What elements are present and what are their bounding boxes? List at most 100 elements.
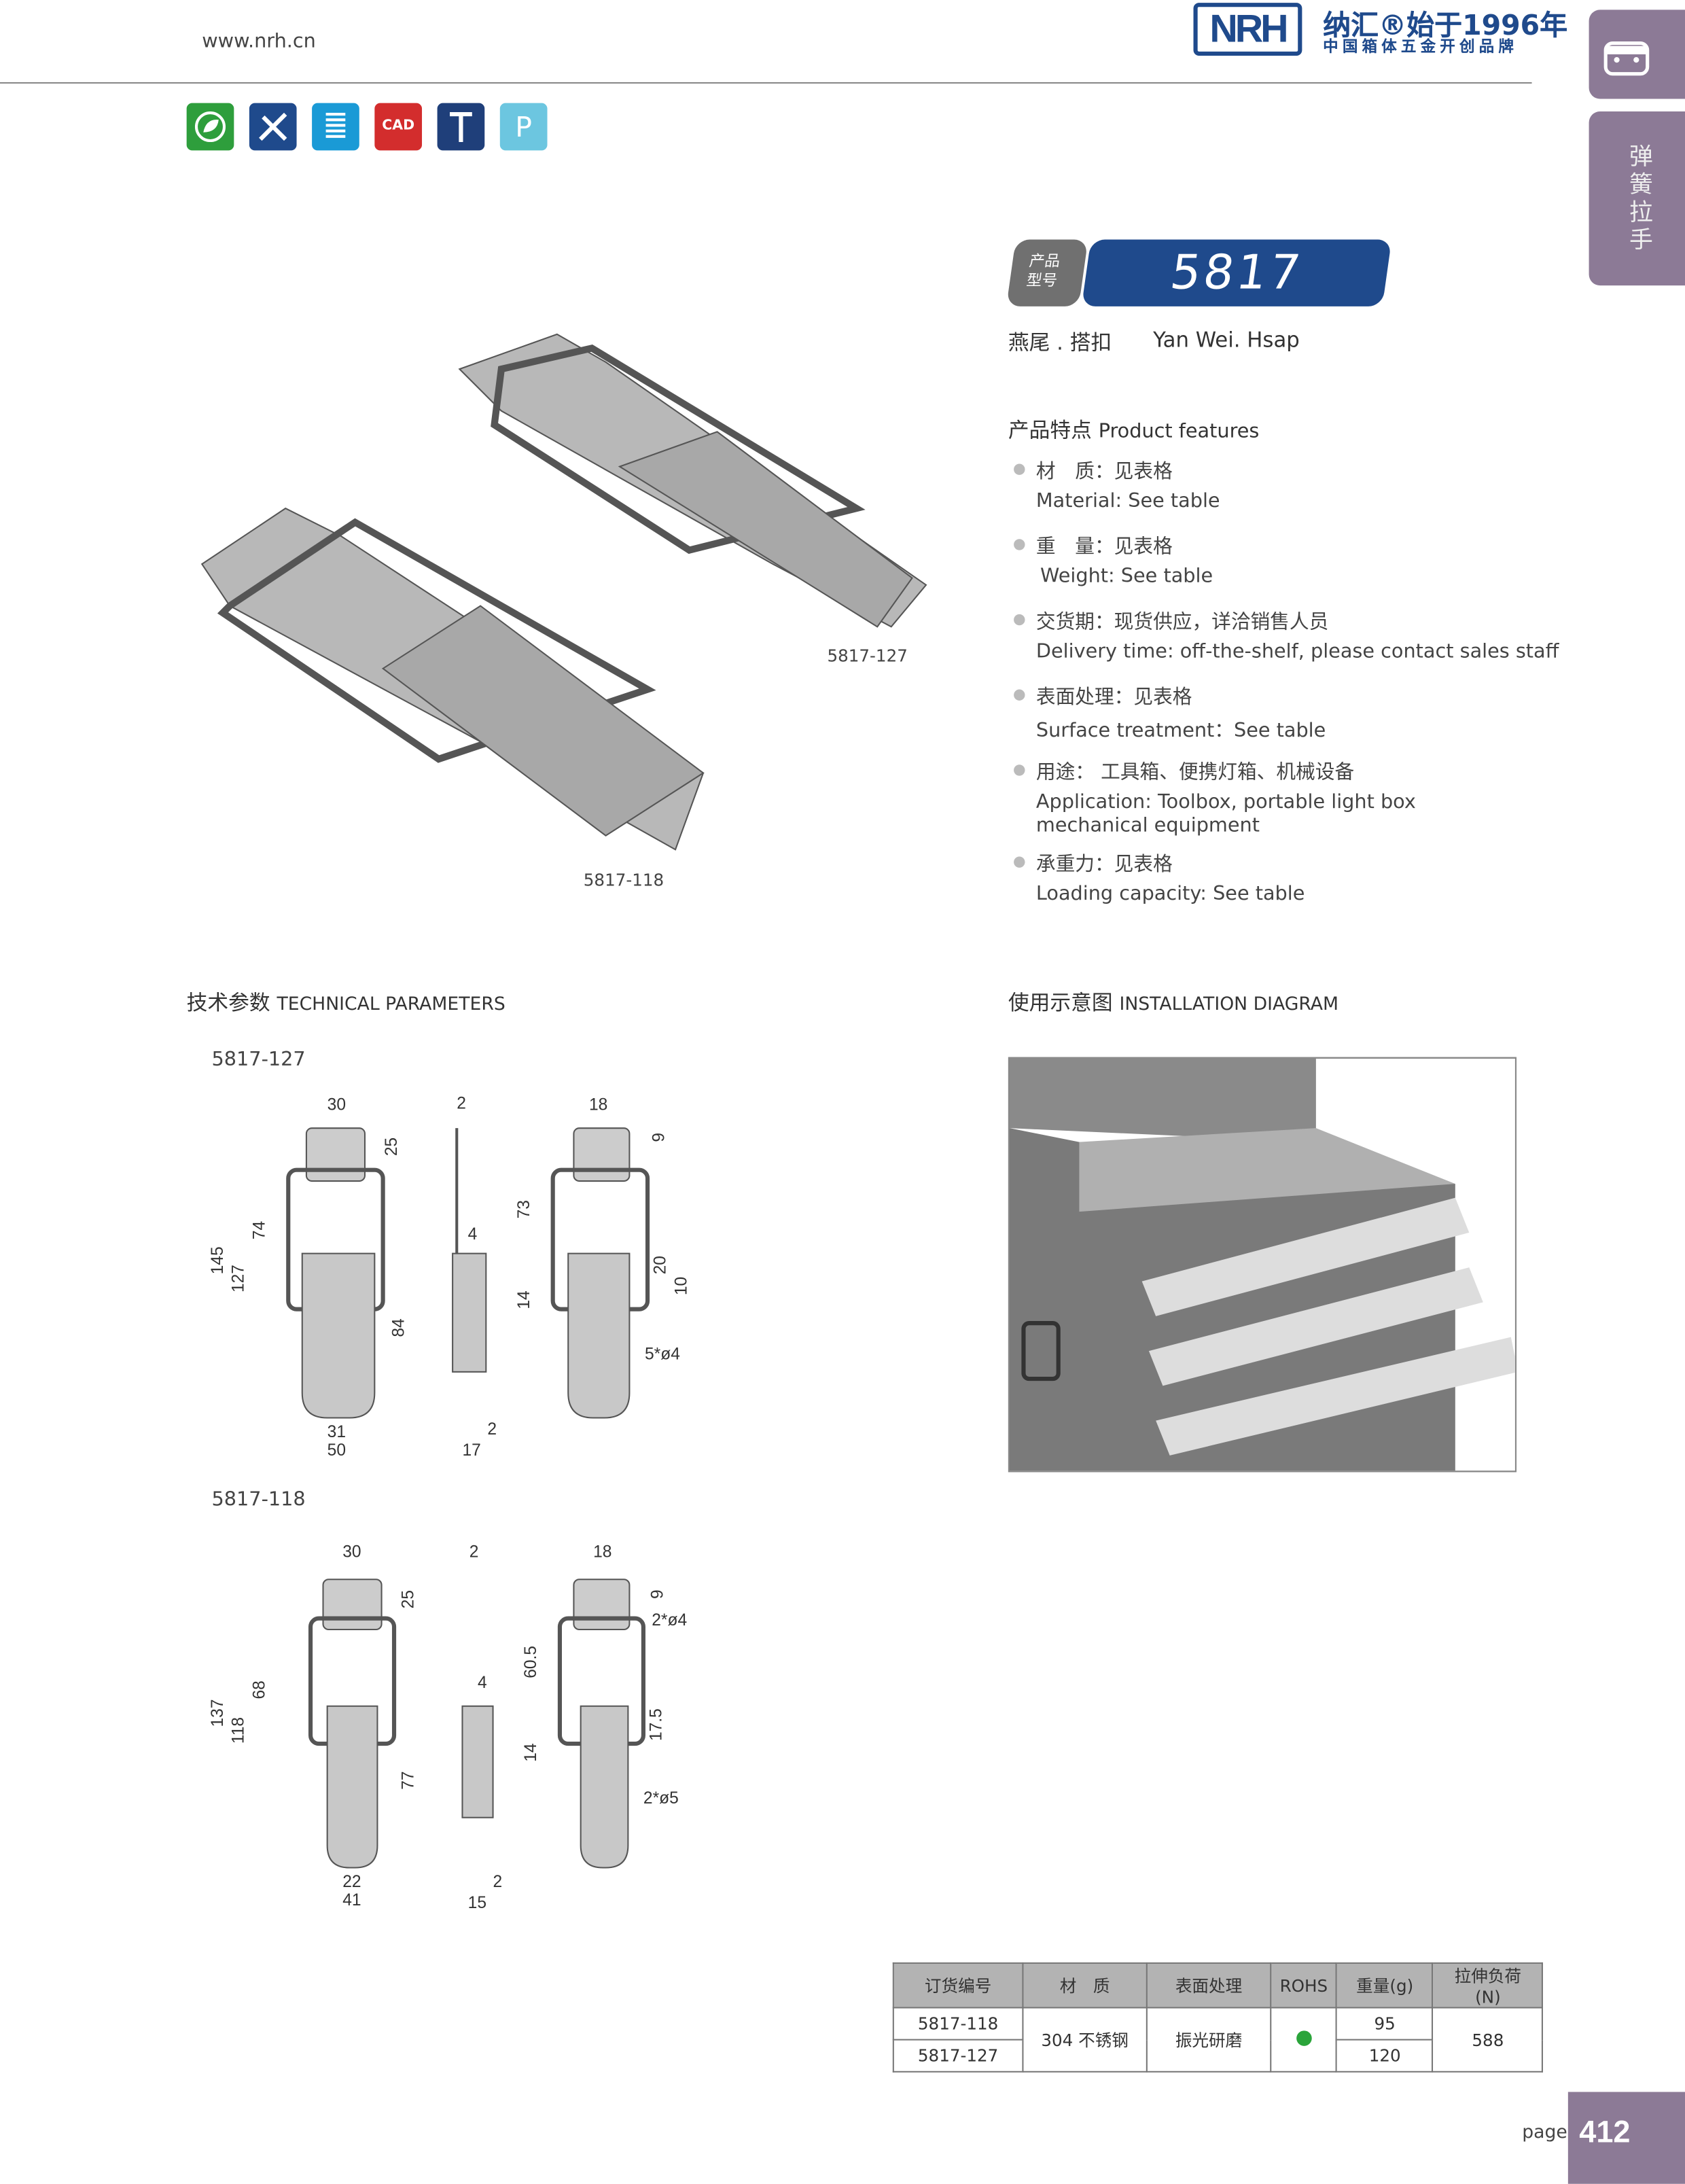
- image-label-127: 5817-127: [827, 646, 908, 666]
- installation-photo: [1008, 1057, 1517, 1473]
- dimension-label: 4: [478, 1674, 487, 1692]
- col-rohs: ROHS: [1270, 1962, 1338, 2009]
- feature-weight-en: Weight: See table: [1040, 565, 1213, 588]
- col-weight: 重量(g): [1336, 1962, 1434, 2009]
- features-title-cn: 产品特点: [1008, 417, 1092, 443]
- eco-icon: [186, 103, 234, 151]
- feature-application-en2: mechanical equipment: [1035, 815, 1260, 837]
- p-icon: P: [499, 103, 548, 151]
- dimension-label: 17: [462, 1441, 480, 1460]
- dimension-label: 137: [209, 1699, 227, 1727]
- dimension-label: 74: [250, 1221, 268, 1239]
- model-label-line1: 产品: [1028, 251, 1062, 270]
- dimension-label: 9: [649, 1589, 667, 1599]
- brand-tagline: 中国箱体五金开创品牌: [1323, 37, 1519, 56]
- dimension-label: 50: [327, 1441, 346, 1460]
- col-order-code: 订货编号: [892, 1962, 1024, 2009]
- dimension-label: 25: [383, 1138, 401, 1156]
- dimension-label: 145: [209, 1246, 227, 1274]
- spring-icon: [312, 103, 359, 151]
- screw-icon: [437, 103, 485, 151]
- feature-delivery-cn: 交货期：现货供应，详洽销售人员: [1035, 611, 1329, 634]
- dimension-label: 77: [400, 1771, 418, 1789]
- technical-title-cn: 技术参数: [186, 990, 270, 1016]
- page-label: page: [1522, 2122, 1567, 2144]
- material-cell: 304 不锈钢: [1022, 2007, 1148, 2073]
- feature-loading-en: Loading capacity: See table: [1035, 883, 1305, 906]
- table-row: 5817-127 120: [892, 2039, 1543, 2073]
- category-tab-icon[interactable]: [1589, 10, 1685, 99]
- feature-loading-cn: 承重力：见表格: [1035, 853, 1173, 877]
- table-row: 5817-118 304 不锈钢 振光研磨 95 588: [892, 2007, 1544, 2073]
- installation-title-cn: 使用示意图: [1008, 990, 1113, 1016]
- dimension-label: 17.5: [648, 1708, 666, 1741]
- dimension-label: 2*ø4: [652, 1611, 687, 1630]
- dimension-label: 68: [250, 1680, 268, 1699]
- toolbox-illustration: [1009, 1058, 1515, 1471]
- dimension-label: 2*ø5: [643, 1789, 679, 1808]
- installation-title: 使用示意图 INSTALLATION DIAGRAM: [1008, 987, 1338, 1017]
- col-load: 拉伸负荷(N): [1432, 1962, 1544, 2009]
- dimension-label: 2: [457, 1094, 466, 1112]
- load-cell: 588: [1432, 2007, 1544, 2073]
- product-images: [200, 333, 927, 851]
- dimension-label: 14: [515, 1290, 533, 1309]
- page-number: 412: [1567, 2092, 1685, 2184]
- design-tools-icon: [249, 103, 297, 151]
- dimension-label: 25: [400, 1590, 418, 1608]
- rohs-cell: [1270, 2007, 1338, 2073]
- col-material: 材 质: [1022, 1962, 1148, 2009]
- col-surface: 表面处理: [1146, 1962, 1272, 2009]
- dimension-label: 14: [522, 1743, 540, 1761]
- drawing-model-127: 5817-127: [211, 1049, 306, 1072]
- dimension-label: 15: [468, 1894, 486, 1912]
- drawing-model-118: 5817-118: [211, 1489, 306, 1511]
- rohs-indicator-icon: [1296, 2030, 1312, 2045]
- dimension-label: 4: [468, 1225, 478, 1244]
- product-image-5817-127: [458, 333, 927, 628]
- dimension-label: 118: [230, 1717, 248, 1744]
- dimension-label: 127: [230, 1265, 248, 1292]
- technical-title: 技术参数 TECHNICAL PARAMETERS: [187, 987, 506, 1017]
- dimension-label: 31: [327, 1423, 346, 1441]
- feature-delivery-en: Delivery time: off-the-shelf, please con…: [1035, 640, 1559, 663]
- product-image-5817-118: [200, 507, 705, 851]
- dimension-label: 2: [493, 1873, 503, 1891]
- features-title: 产品特点 Product features: [1008, 415, 1259, 444]
- dimension-label: 41: [342, 1891, 361, 1909]
- dimension-label: 30: [327, 1096, 346, 1114]
- surface-cell: 振光研磨: [1146, 2007, 1272, 2073]
- weight-cell: 95: [1336, 2007, 1434, 2041]
- dimension-label: 10: [672, 1277, 690, 1295]
- weight-cell: 120: [1336, 2039, 1434, 2073]
- feature-application-cn: 用途： 工具箱、便携灯箱、机械设备: [1035, 762, 1355, 784]
- product-name-en: Yan Wei. Hsap: [1153, 327, 1300, 353]
- feature-application-en: Application: Toolbox, portable light box: [1035, 791, 1416, 813]
- dimension-label: 84: [389, 1318, 408, 1337]
- feature-material-cn: 材 质：见表格: [1035, 461, 1173, 484]
- dimension-label: 20: [652, 1256, 670, 1274]
- nrh-logo: NRH: [1193, 3, 1302, 56]
- order-code-cell: 5817-118: [892, 2007, 1024, 2041]
- dimension-label: 73: [515, 1200, 533, 1218]
- cad-icon: CAD: [374, 103, 423, 151]
- brand-slogan: 纳汇®始于1996年: [1323, 8, 1568, 42]
- model-label-line2: 型号: [1025, 271, 1059, 290]
- latch-icon: [1603, 41, 1650, 76]
- dimension-label: 5*ø4: [645, 1345, 680, 1363]
- features-title-en: Product features: [1098, 420, 1260, 443]
- dimension-label: 2: [487, 1420, 497, 1439]
- website-url[interactable]: www.nrh.cn: [202, 31, 316, 53]
- feature-surface-en: Surface treatment：See table: [1035, 720, 1326, 743]
- model-label-badge: 产品型号: [1006, 239, 1088, 306]
- image-label-118: 5817-118: [583, 870, 664, 890]
- feature-material-en: Material: See table: [1035, 490, 1220, 513]
- dimension-label: 9: [650, 1133, 669, 1142]
- category-tab[interactable]: 弹簧拉手: [1589, 111, 1685, 286]
- dimension-label: 60.5: [522, 1646, 540, 1678]
- dimension-label: 18: [593, 1543, 611, 1561]
- product-name-cn: 燕尾 . 搭扣: [1008, 330, 1112, 355]
- header-divider: [0, 82, 1532, 84]
- feature-weight-cn: 重 量：见表格: [1035, 536, 1173, 559]
